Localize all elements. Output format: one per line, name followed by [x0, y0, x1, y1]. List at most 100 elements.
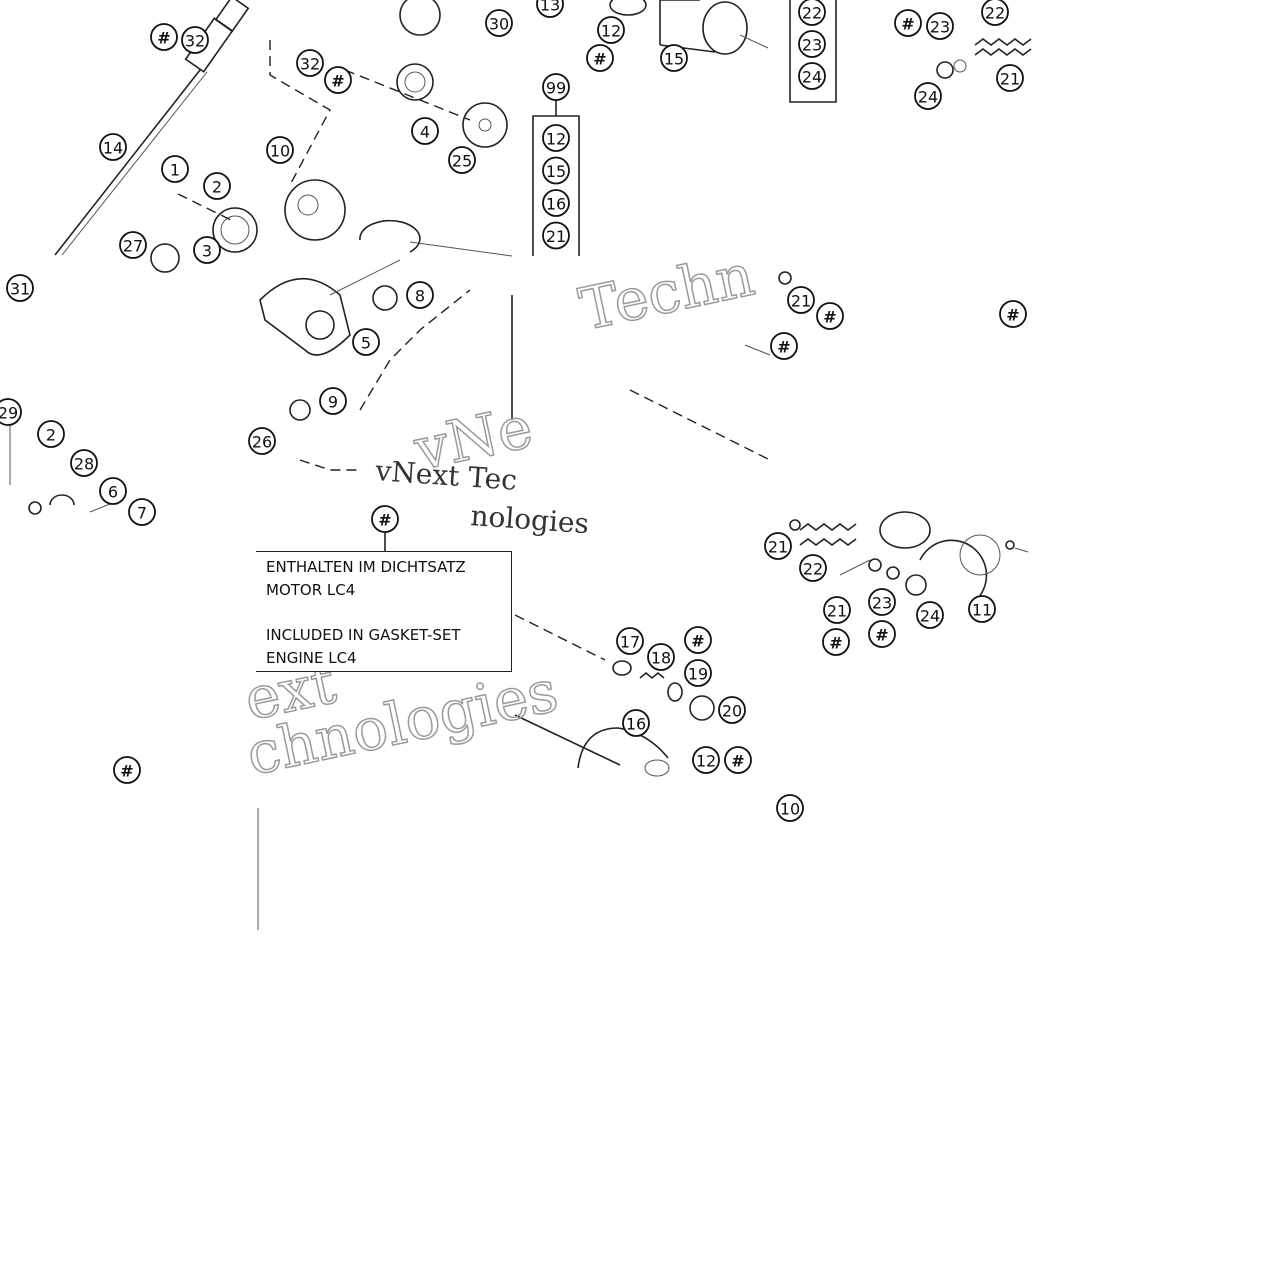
- svg-text:11: 11: [972, 601, 992, 620]
- part-number-callout: 21: [764, 532, 792, 560]
- bypass-valve-part: [612, 660, 715, 721]
- svg-text:4: 4: [420, 123, 430, 142]
- part-number-callout: 32: [181, 26, 209, 54]
- part-number-callout: 18: [647, 643, 675, 671]
- part-number-callout: 16: [622, 709, 650, 737]
- svg-text:18: 18: [651, 649, 671, 668]
- part-number-callout: 29: [0, 398, 22, 426]
- part-number-callout: 22: [981, 0, 1009, 26]
- gasket-marker-callout: #: [150, 23, 178, 51]
- svg-text:#: #: [120, 762, 133, 781]
- svg-text:#: #: [901, 15, 914, 34]
- leader-line: [269, 40, 331, 186]
- leader-line: [177, 193, 236, 223]
- part-number-callout: 21: [996, 64, 1024, 92]
- svg-text:#: #: [731, 752, 744, 771]
- svg-text:8: 8: [415, 287, 425, 306]
- svg-text:23: 23: [872, 594, 892, 613]
- svg-text:1: 1: [170, 161, 180, 180]
- kit-list-box: [532, 100, 580, 256]
- svg-text:#: #: [378, 511, 391, 530]
- gasket-marker-callout: #: [324, 66, 352, 94]
- svg-text:#: #: [777, 338, 790, 357]
- kit-item-callout: 23: [798, 30, 826, 58]
- svg-text:25: 25: [452, 152, 472, 171]
- svg-text:32: 32: [300, 55, 320, 74]
- svg-text:26: 26: [252, 433, 272, 452]
- svg-text:29: 29: [0, 404, 18, 423]
- part-number-callout: 3: [193, 236, 221, 264]
- svg-text:22: 22: [802, 4, 822, 23]
- gasket-marker-callout: #: [816, 302, 844, 330]
- leader-line: [344, 69, 471, 121]
- gasket-set-legend: ENTHALTEN IM DICHTSATZ MOTOR LC4 INCLUDE…: [256, 551, 512, 672]
- legend-line-en-2: ENGINE LC4: [266, 649, 357, 667]
- svg-text:#: #: [331, 72, 344, 91]
- kit-item-callout: 15: [542, 156, 570, 185]
- gasket-marker-callout: #: [113, 756, 141, 784]
- part-number-callout: 13: [536, 0, 564, 18]
- part-number-callout: 6: [99, 477, 127, 505]
- kit-list-top-box: [789, 0, 837, 103]
- part-number-callout: 26: [248, 427, 276, 455]
- washer-part: [778, 271, 792, 285]
- svg-text:23: 23: [930, 18, 950, 37]
- gasket-marker-callout: #: [822, 628, 850, 656]
- part-number-callout: 22: [799, 554, 827, 582]
- svg-text:12: 12: [601, 22, 621, 41]
- pressure-valve-part: [789, 511, 1029, 606]
- oring-part: [359, 219, 421, 253]
- leader-line: [839, 559, 871, 576]
- part-number-callout: 20: [718, 696, 746, 724]
- svg-text:12: 12: [546, 130, 566, 149]
- part-number-callout: 24: [916, 601, 944, 629]
- svg-text:#: #: [823, 308, 836, 327]
- svg-text:16: 16: [546, 195, 566, 214]
- part-number-callout: 30: [485, 9, 513, 37]
- svg-text:2: 2: [46, 426, 56, 445]
- svg-text:7: 7: [137, 504, 147, 523]
- filter-part-lower: [514, 714, 670, 777]
- part-number-callout: 5: [352, 328, 380, 356]
- watermark-text: nologies: [470, 499, 591, 540]
- gear-part: [150, 207, 258, 273]
- part-number-callout: 4: [411, 117, 439, 145]
- leader-line: [514, 614, 606, 661]
- svg-text:14: 14: [103, 139, 123, 158]
- part-number-callout: 31: [6, 274, 34, 302]
- svg-text:10: 10: [780, 800, 800, 819]
- svg-text:10: 10: [270, 142, 290, 161]
- filter-part: [609, 0, 769, 55]
- svg-text:28: 28: [74, 455, 94, 474]
- svg-text:9: 9: [328, 393, 338, 412]
- gasket-marker-callout: #: [894, 9, 922, 37]
- part-number-callout: 17: [616, 627, 644, 655]
- part-number-callout: 2: [203, 172, 231, 200]
- svg-text:3: 3: [202, 242, 212, 261]
- part-number-callout: 12: [597, 16, 625, 44]
- svg-text:#: #: [829, 634, 842, 653]
- svg-text:6: 6: [108, 483, 118, 502]
- part-number-callout: 28: [70, 449, 98, 477]
- gasket-marker-callout: #: [770, 332, 798, 360]
- svg-text:12: 12: [696, 752, 716, 771]
- svg-text:5: 5: [361, 334, 371, 353]
- svg-text:13: 13: [540, 0, 560, 15]
- part-number-callout: 8: [406, 281, 434, 309]
- gasket-marker-callout: #: [586, 44, 614, 72]
- gasket-marker-callout: #: [999, 300, 1027, 328]
- svg-text:16: 16: [626, 715, 646, 734]
- oil-pump-cover-part: [259, 259, 401, 421]
- kit-label-callout: 99: [542, 73, 570, 101]
- svg-text:21: 21: [1000, 70, 1020, 89]
- leader-line: [629, 389, 771, 461]
- svg-text:32: 32: [185, 32, 205, 51]
- leader-line: [744, 344, 771, 356]
- part-number-callout: 24: [914, 82, 942, 110]
- part-number-callout: 21: [823, 596, 851, 624]
- svg-text:24: 24: [920, 607, 940, 626]
- part-number-callout: 11: [968, 595, 996, 623]
- leader-line: [409, 241, 513, 257]
- svg-text:15: 15: [664, 50, 684, 69]
